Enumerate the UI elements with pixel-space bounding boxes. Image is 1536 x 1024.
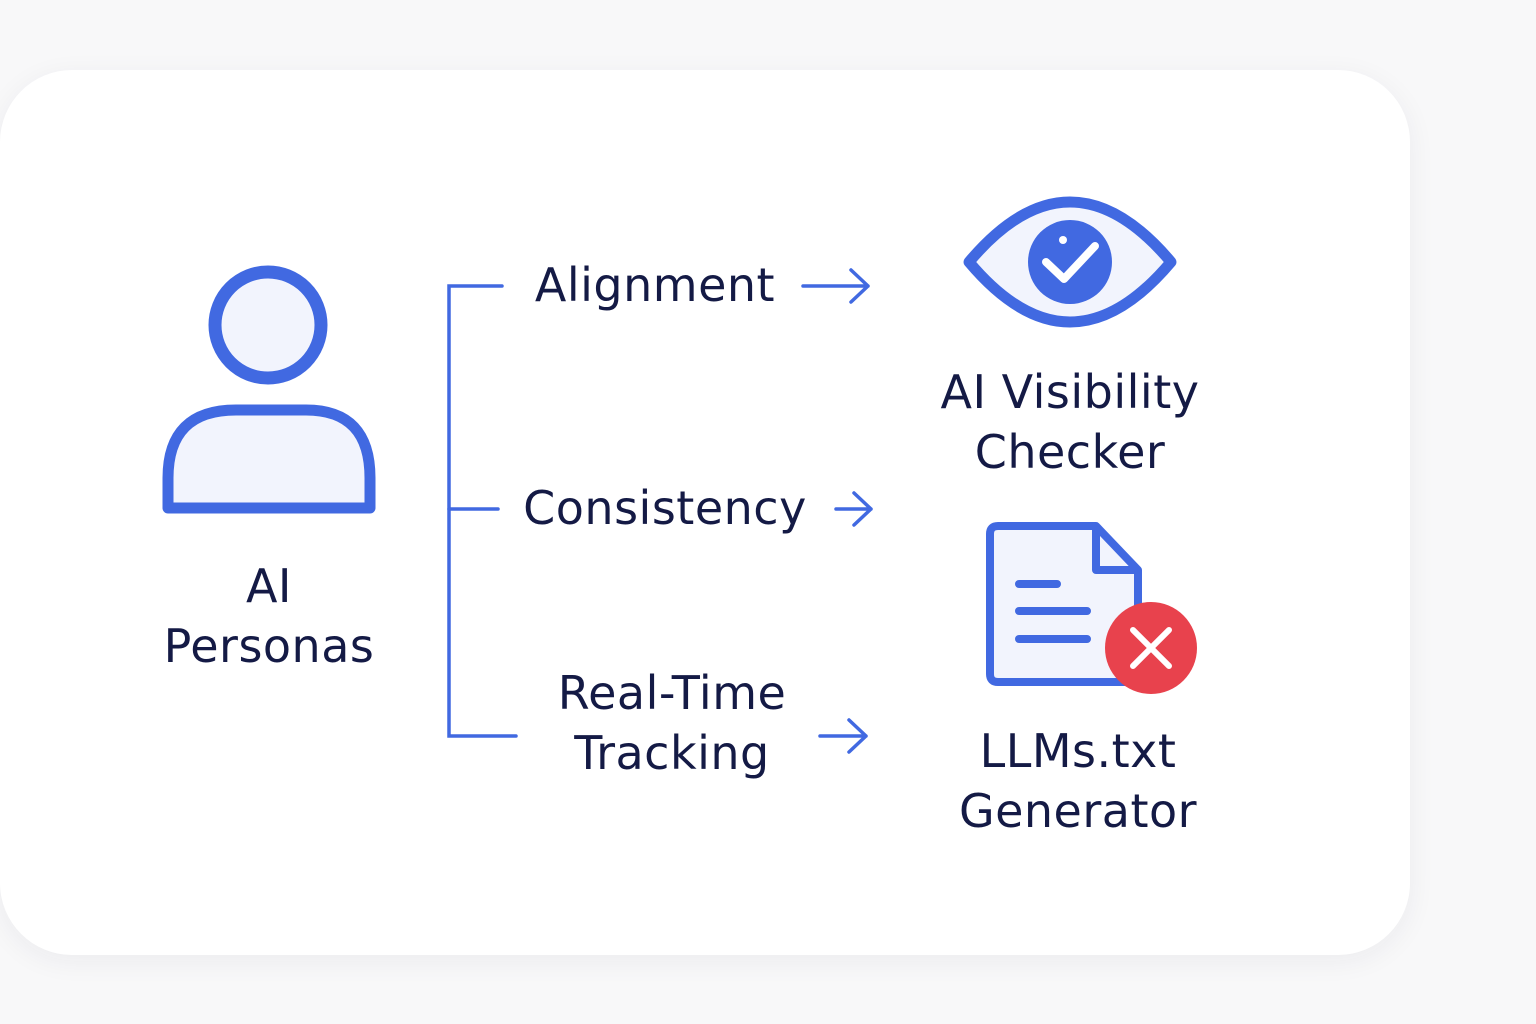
- target-label-ai-visibility-checker: AI Visibility Checker: [925, 362, 1215, 482]
- source-label-line2: Personas: [163, 619, 375, 673]
- branch-label-line1: Real-Time: [557, 666, 787, 720]
- branch-label-consistency: Consistency: [505, 478, 825, 538]
- branch-label-alignment: Alignment: [520, 255, 790, 315]
- target-label-line1: LLMs.txt: [979, 724, 1177, 778]
- branch-label-line2: Tracking: [574, 726, 770, 780]
- person-icon: [162, 265, 376, 514]
- document-error-icon: [986, 522, 1197, 694]
- arrow-icon: [801, 268, 870, 304]
- branch-label-line1: Alignment: [534, 258, 776, 312]
- source-label: AI Personas: [138, 556, 400, 676]
- target-label-line1: AI Visibility: [940, 365, 1200, 419]
- target-label-llms-txt-generator: LLMs.txt Generator: [935, 721, 1221, 841]
- eye-check-icon: [963, 196, 1177, 328]
- branch-label-real-time-tracking: Real-Time Tracking: [534, 663, 810, 783]
- target-label-line2: Generator: [958, 784, 1198, 838]
- error-badge: [1105, 602, 1197, 694]
- arrow-icon: [834, 491, 873, 527]
- branch-label-line1: Consistency: [523, 481, 807, 535]
- arrow-icon: [818, 718, 868, 754]
- bracket-connector: [447, 284, 518, 738]
- target-label-line2: Checker: [974, 425, 1166, 479]
- source-label-line1: AI: [245, 559, 293, 613]
